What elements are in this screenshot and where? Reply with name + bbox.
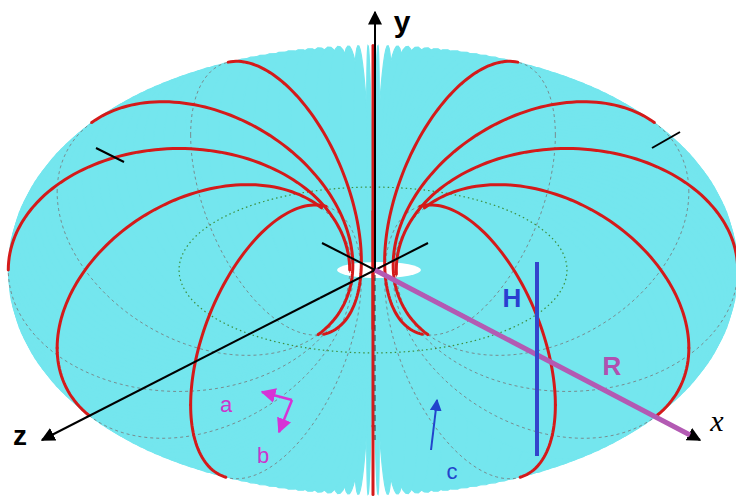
hidden-loop — [191, 135, 324, 335]
a-arrow — [262, 392, 292, 400]
hidden-loop — [393, 208, 657, 438]
hidden-loop — [385, 206, 521, 478]
field-loops — [8, 45, 736, 494]
vector-label: c — [447, 461, 458, 483]
axis-label: x — [710, 406, 723, 436]
vector-label: b — [257, 445, 269, 467]
dimension-label: H — [503, 285, 522, 311]
torus-section — [367, 46, 373, 329]
field-loop — [57, 348, 88, 415]
z-axis — [42, 298, 320, 440]
y-axis — [374, 12, 376, 270]
hidden-loop — [226, 206, 362, 478]
b-arrow — [279, 400, 292, 432]
axis-tick — [96, 148, 124, 162]
hidden-loop — [88, 208, 352, 438]
dimension-label: R — [603, 353, 622, 379]
torus-surface — [8, 46, 736, 495]
y-axis-hidden — [375, 275, 376, 440]
vector-label: a — [220, 394, 232, 416]
field-loop — [396, 149, 736, 275]
field-loop — [372, 426, 375, 495]
c-arrow — [431, 400, 437, 450]
axis-label: z — [13, 422, 27, 450]
field-loop — [228, 61, 361, 334]
axis-label: y — [394, 7, 411, 37]
torus-section — [390, 195, 639, 457]
hidden-loop — [518, 62, 556, 135]
field-loop — [425, 185, 689, 348]
field-loop — [92, 102, 353, 335]
radius-line — [375, 270, 690, 435]
field-loop — [658, 348, 689, 415]
field-loop — [385, 61, 518, 334]
coordinate-axes — [42, 12, 700, 456]
height-line — [535, 262, 539, 456]
axis-tick — [652, 132, 680, 148]
field-loop — [8, 149, 349, 270]
field-loop — [57, 185, 321, 348]
hidden-loop — [191, 62, 229, 135]
